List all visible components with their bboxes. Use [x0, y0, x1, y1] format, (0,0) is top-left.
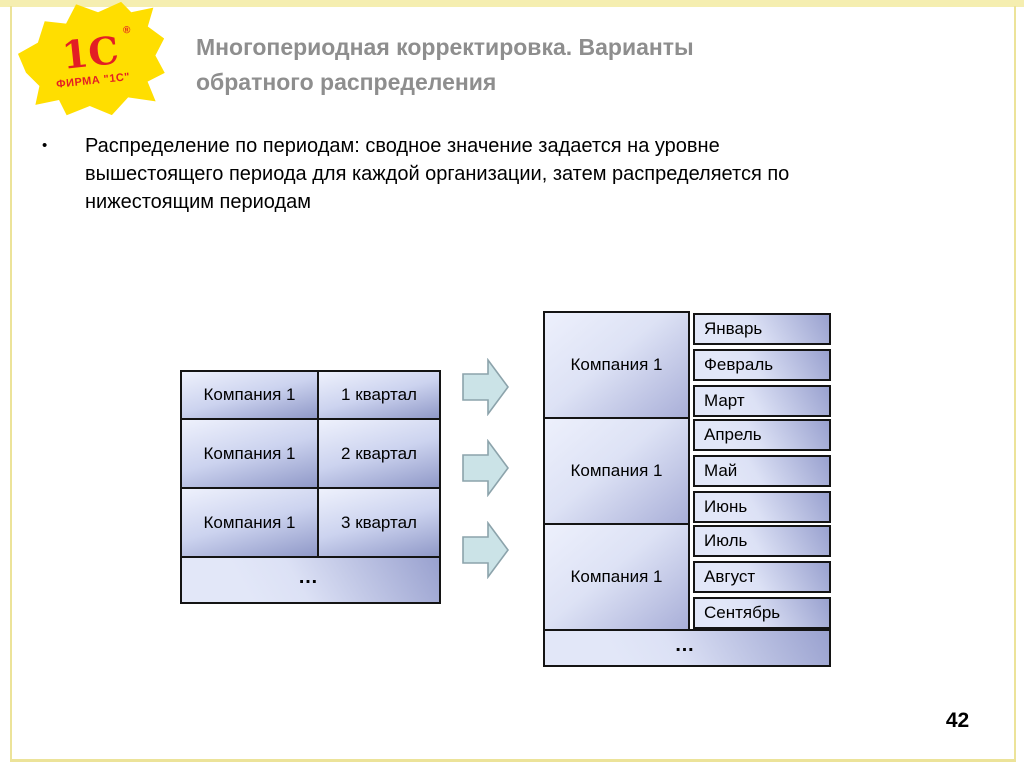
page-title: Многопериодная корректировка. Варианты о… [196, 30, 856, 100]
logo-content: 1С ® ФИРМА "1С" [10, 0, 171, 125]
slide-top-border [0, 0, 1024, 7]
company-logo: 1С ® ФИРМА "1С" [16, 3, 166, 117]
page-number: 42 [945, 709, 970, 732]
month-cell: Май [693, 455, 831, 487]
months-column: Июль Август Сентябрь [690, 523, 831, 631]
company-cell: Компания 1 [180, 418, 319, 489]
month-cell: Июль [693, 525, 831, 557]
month-cell: Март [693, 385, 831, 417]
table-row: Компания 1 1 квартал [180, 370, 441, 420]
table-group: Компания 1 Апрель Май Июнь [543, 417, 831, 525]
ellipsis-text: … [674, 633, 700, 656]
bullet-item: • Распределение по периодам: сводное зна… [42, 132, 905, 216]
bullet-text-line-2: вышестоящего периода для каждой организа… [85, 163, 790, 185]
logo-brand-label: 1С [59, 26, 121, 78]
monthly-table: Компания 1 Январь Февраль Март Компания … [543, 311, 831, 667]
table-group: Компания 1 Июль Август Сентябрь [543, 523, 831, 631]
bullet-text-line-3: нижестоящим периодам [85, 191, 312, 213]
right-arrow-icon [462, 439, 509, 497]
right-arrow-icon [462, 521, 509, 579]
months-column: Январь Февраль Март [690, 311, 831, 419]
company-cell: Компания 1 [180, 370, 319, 420]
month-cell: Август [693, 561, 831, 593]
logo-brand-text: 1С ® [60, 24, 131, 77]
month-cell: Июнь [693, 491, 831, 523]
registered-trademark-icon: ® [122, 24, 131, 36]
month-cell: Апрель [693, 419, 831, 451]
page-title-line-2: обратного распределения [196, 69, 497, 95]
ellipsis-text: … [298, 565, 323, 588]
month-cell: Январь [693, 313, 831, 345]
period-cell: 1 квартал [317, 370, 441, 420]
bullet-text: Распределение по периодам: сводное значе… [85, 132, 905, 216]
bullet-marker: • [42, 137, 48, 154]
table-group: Компания 1 Январь Февраль Март [543, 311, 831, 419]
right-arrow-icon [462, 358, 509, 416]
month-cell: Февраль [693, 349, 831, 381]
table-row: Компания 1 3 квартал [180, 487, 441, 558]
period-cell: 3 квартал [317, 487, 441, 558]
table-row: Компания 1 2 квартал [180, 418, 441, 489]
company-cell: Компания 1 [543, 311, 690, 419]
bullet-text-line-1: Распределение по периодам: сводное значе… [85, 135, 720, 157]
period-cell: 2 квартал [317, 418, 441, 489]
ellipsis-row: … [180, 556, 441, 604]
slide-frame [10, 6, 1016, 762]
company-cell: Компания 1 [543, 417, 690, 525]
page-title-line-1: Многопериодная корректировка. Варианты [196, 34, 694, 60]
quarterly-table: Компания 1 1 квартал Компания 1 2 кварта… [180, 370, 441, 604]
company-cell: Компания 1 [543, 523, 690, 631]
company-cell: Компания 1 [180, 487, 319, 558]
ellipsis-row: … [543, 629, 831, 667]
months-column: Апрель Май Июнь [690, 417, 831, 525]
month-cell: Сентябрь [693, 597, 831, 629]
